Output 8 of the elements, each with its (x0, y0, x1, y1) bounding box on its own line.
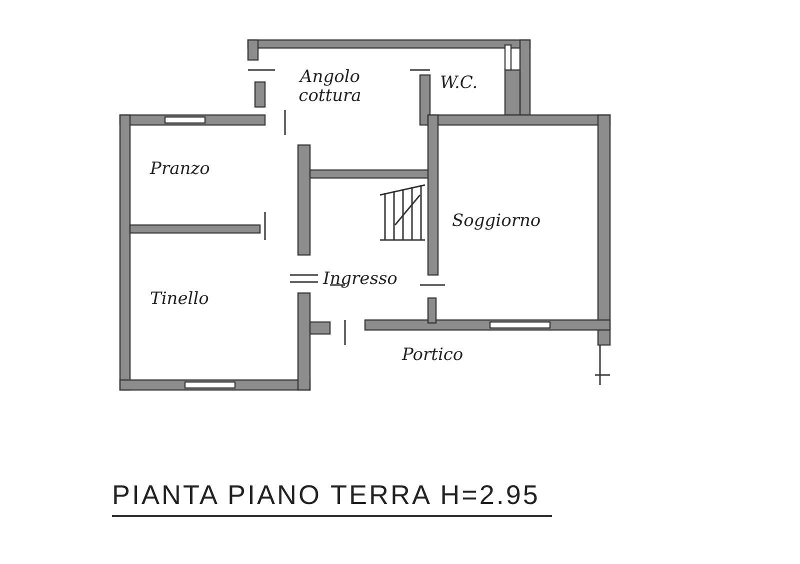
room-label: Tinello (150, 290, 209, 309)
room-label: Soggiorno (452, 212, 541, 231)
room-label: W.C. (440, 74, 478, 93)
room-label: Pranzo (150, 160, 210, 179)
room-label: Ingresso (323, 270, 398, 289)
room-label: Angolo cottura (298, 68, 362, 106)
plan-title: PIANTA PIANO TERRA H=2.95 (112, 480, 552, 517)
room-label: Portico (402, 346, 464, 365)
